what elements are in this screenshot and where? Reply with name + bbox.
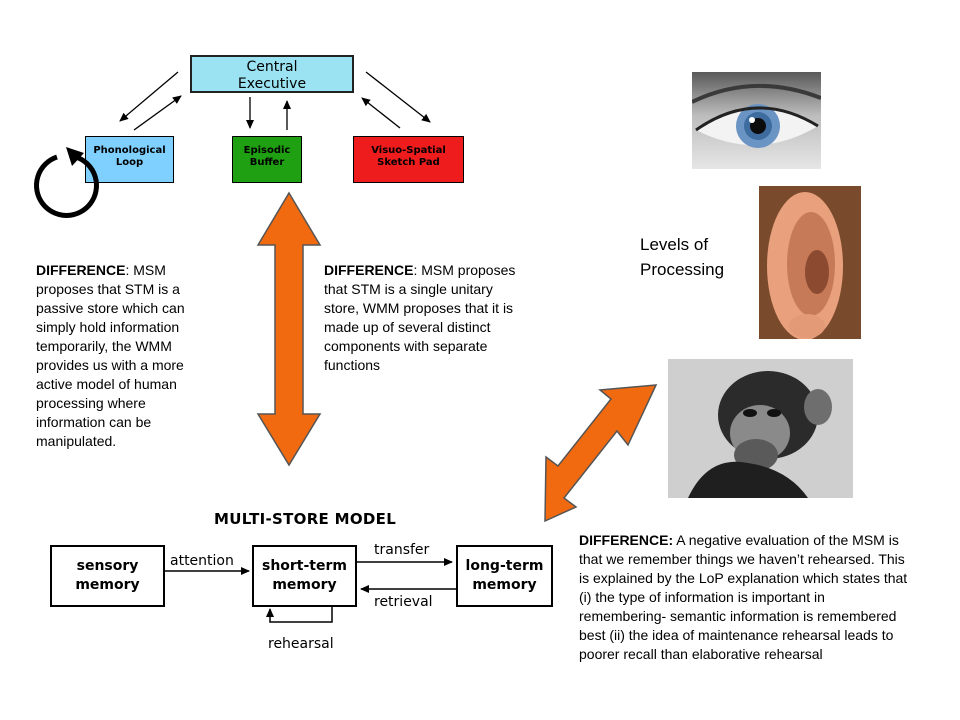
arrow-ce-to-phonological [119,71,179,122]
levels-of-processing-label: Levels of Processing [640,232,724,282]
phonological-loop-box: Phonological Loop [85,136,174,183]
phonological-loop-cycle-icon [34,154,99,218]
diagonal-double-arrow [544,384,658,523]
eye-image [692,72,821,169]
arrow-ce-to-sketchpad [365,71,431,123]
difference-left-text: DIFFERENCE: MSM proposes that STM is a p… [36,261,214,451]
difference-middle-body: : MSM proposes that STM is a single unit… [324,262,516,373]
short-term-memory-box: short-term memory [252,545,357,607]
attention-label: attention [170,553,234,569]
short-term-memory-line-2: memory [272,577,337,593]
levels-of-processing-line-1: Levels of [640,235,709,254]
central-executive-box: Central Executive [190,55,354,93]
ear-picture [759,186,861,339]
arrow-phonological-to-ce [133,95,182,131]
retrieval-label: retrieval [374,594,433,610]
difference-left-body: : MSM proposes that STM is a passive sto… [36,262,185,449]
msm-title: MULTI-STORE MODEL [214,510,397,528]
arrow-rehearsal-loop [266,605,333,623]
sensory-memory-line-2: memory [75,577,140,593]
long-term-memory-line-1: long-term [465,558,544,574]
episodic-buffer-box: Episodic Buffer [232,136,302,183]
ear-image [759,186,861,339]
central-executive-line-2: Executive [237,76,307,92]
long-term-memory-box: long-term memory [456,545,553,607]
difference-right-heading: DIFFERENCE: [579,532,674,548]
difference-left-heading: DIFFERENCE [36,262,126,278]
visuo-spatial-line-2: Sketch Pad [377,157,440,168]
rehearsal-label: rehearsal [268,636,334,652]
levels-of-processing-line-2: Processing [640,260,725,279]
episodic-buffer-line-2: Buffer [249,157,285,168]
visuo-spatial-line-1: Visuo-Spatial [371,145,446,156]
phonological-loop-line-2: Loop [115,157,144,168]
eye-picture [692,84,821,148]
visuo-spatial-box: Visuo-Spatial Sketch Pad [353,136,464,183]
phonological-loop-cycle-arrowhead [66,147,84,166]
difference-middle-text: DIFFERENCE: MSM proposes that STM is a s… [324,261,520,375]
difference-right-text: DIFFERENCE: A negative evaluation of the… [579,531,909,664]
sensory-memory-line-1: sensory [76,558,139,574]
difference-middle-heading: DIFFERENCE [324,262,414,278]
thinking-chimpanzee-image [668,359,853,498]
sensory-memory-box: sensory memory [50,545,165,607]
episodic-buffer-line-1: Episodic [243,145,291,156]
vertical-double-arrow [256,191,322,467]
arrow-sketchpad-to-ce [361,97,401,129]
long-term-memory-line-2: memory [472,577,537,593]
transfer-label: transfer [374,542,430,558]
difference-right-body: A negative evaluation of the MSM is that… [579,532,908,662]
phonological-loop-line-1: Phonological [93,145,166,156]
chimpanzee-picture [668,359,853,498]
central-executive-line-1: Central [246,59,298,75]
short-term-memory-line-1: short-term [261,558,347,574]
